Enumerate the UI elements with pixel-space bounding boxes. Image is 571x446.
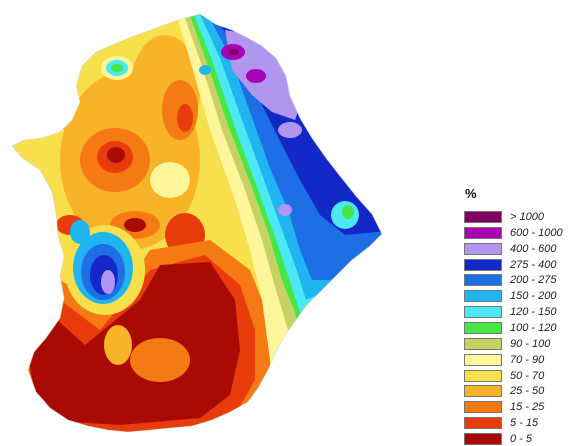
contour-0-5-south [25, 262, 240, 425]
legend-item: 200 - 275 [462, 273, 570, 287]
contour-150-200-north-spot [199, 65, 211, 75]
legend-swatch [464, 337, 502, 350]
legend-label: 0 - 5 [510, 432, 533, 445]
legend-label: 50 - 70 [510, 369, 545, 382]
legend-swatch [464, 353, 502, 366]
legend-label: 600 - 1000 [510, 226, 563, 239]
legend-item: 15 - 25 [462, 400, 570, 414]
legend-swatch [464, 258, 502, 271]
legend-item: > 1000 [462, 210, 570, 224]
legend-item: 0 - 5 [462, 432, 570, 446]
legend-item: 275 - 400 [462, 258, 570, 272]
contour-5-15-north [177, 104, 193, 132]
legend-item: 100 - 120 [462, 321, 570, 335]
contour-0-5-center [124, 218, 146, 232]
legend-title: % [465, 186, 477, 201]
legend-label: 70 - 90 [510, 353, 545, 366]
legend-item: 120 - 150 [462, 305, 570, 319]
contour-15-25-inner-south [130, 338, 190, 382]
legend-label: 25 - 50 [510, 385, 545, 398]
contour-0-5-west [107, 147, 125, 163]
legend-swatch [464, 211, 502, 223]
legend-label: > 1000 [510, 211, 544, 223]
legend-label: 120 - 150 [510, 306, 557, 319]
contour-25-50-inner-south [104, 325, 132, 365]
contour-400-600-east-spot-b [278, 204, 292, 216]
contour-400-600-wetcell [101, 270, 115, 294]
legend-swatch [464, 242, 502, 255]
legend-item: 400 - 600 [462, 242, 570, 256]
contour-above-1000-ne [229, 49, 239, 55]
legend-label: 5 - 15 [510, 417, 539, 430]
legend-item: 25 - 50 [462, 384, 570, 398]
legend-swatch [464, 401, 502, 414]
legend-label: 150 - 200 [510, 290, 557, 303]
legend-swatch [464, 274, 502, 287]
contour-400-600-east-spot [278, 122, 302, 138]
legend-swatch [464, 290, 502, 303]
legend-item: 70 - 90 [462, 353, 570, 367]
contour-150-200-small [70, 220, 90, 244]
legend-swatch [464, 226, 502, 239]
legend-swatch [464, 306, 502, 319]
legend-item: 5 - 15 [462, 416, 570, 430]
legend-label: 275 - 400 [510, 258, 557, 271]
legend-swatch [464, 369, 502, 382]
legend-label: 15 - 25 [510, 401, 545, 414]
legend-item: 150 - 200 [462, 289, 570, 303]
contour-70-90-center [150, 162, 190, 198]
legend-item: 90 - 100 [462, 337, 570, 351]
legend-label: 100 - 120 [510, 321, 557, 334]
contour-100-120-nw [111, 64, 123, 72]
legend-label: 90 - 100 [510, 337, 551, 350]
legend-item: 600 - 1000 [462, 226, 570, 240]
contour-100-120-east-edge [342, 205, 354, 219]
region-outline [11, 13, 383, 433]
legend-item: 50 - 70 [462, 369, 570, 383]
legend-swatch [464, 417, 502, 430]
legend-swatch [464, 432, 502, 445]
contour-600-1000-ne-b [246, 69, 266, 83]
legend-label: 200 - 275 [510, 274, 557, 287]
legend-swatch [464, 321, 502, 334]
legend-label: 400 - 600 [510, 242, 557, 255]
legend-swatch [464, 385, 502, 398]
